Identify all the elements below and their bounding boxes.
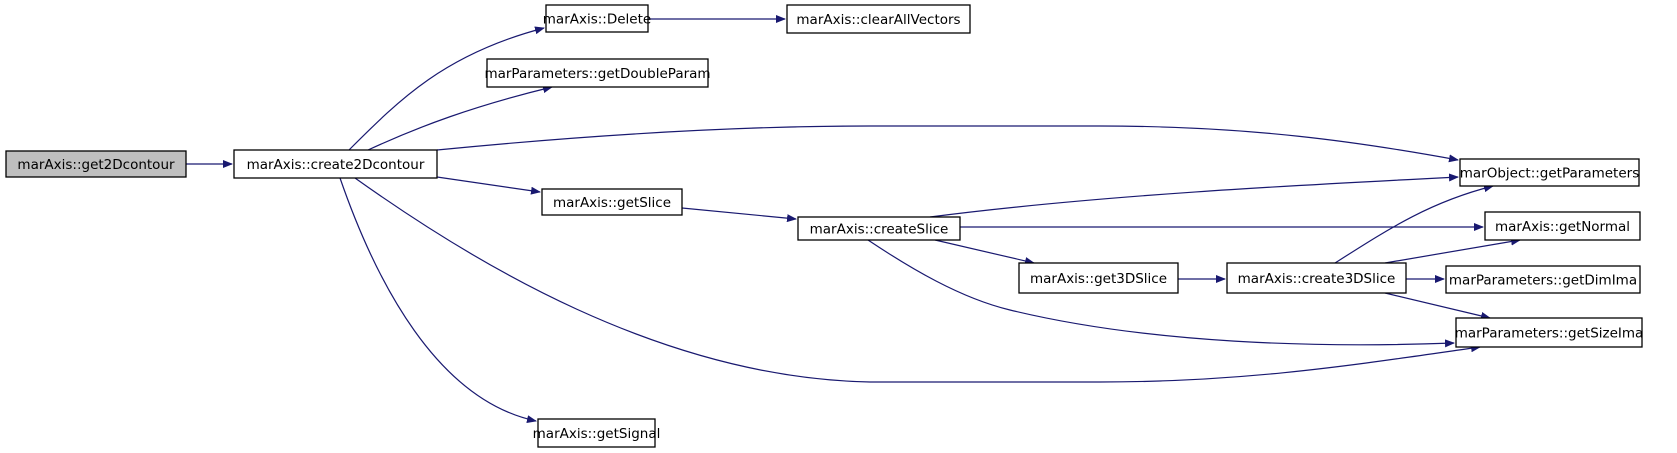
node-label: marAxis::create2Dcontour [247, 157, 425, 173]
node-label: marAxis::get3DSlice [1030, 271, 1167, 287]
node-label: marObject::getParameters [1460, 166, 1639, 182]
node-getSignal[interactable]: marAxis::getSignal [533, 418, 661, 448]
node-getParameters[interactable]: marObject::getParameters [1459, 158, 1640, 187]
node-clearAllVectors[interactable]: marAxis::clearAllVectors [786, 4, 971, 34]
edge-create2Dcontour-to-getDoubleParam [367, 85, 553, 151]
node-box [1459, 158, 1640, 187]
node-label: marAxis::createSlice [810, 222, 949, 238]
edge-create2Dcontour-to-getSizeIma [354, 177, 1481, 383]
node-getSizeIma[interactable]: marParameters::getSizeIma [1455, 317, 1644, 348]
edge-getSlice-to-createSlice [681, 207, 797, 223]
node-label: marParameters::getDimIma [1449, 273, 1637, 289]
edge-create2Dcontour-to-Delete [348, 26, 545, 151]
edge-create2Dcontour-to-getParameters [436, 125, 1459, 163]
node-box [1226, 262, 1407, 294]
node-getSlice[interactable]: marAxis::getSlice [541, 188, 683, 216]
edge-create3DSlice-to-getNormal [1384, 237, 1521, 264]
node-label: marAxis::get2Dcontour [17, 157, 175, 173]
node-create2Dcontour[interactable]: marAxis::create2Dcontour [233, 149, 438, 179]
node-box [1445, 265, 1641, 294]
node-box [537, 418, 656, 448]
edge-create2Dcontour-to-getSlice [436, 176, 541, 195]
node-getDoubleParam[interactable]: marParameters::getDoubleParam [484, 58, 711, 88]
node-label: marAxis::getSignal [533, 426, 661, 442]
node-label: marAxis::getSlice [553, 195, 671, 211]
node-box [233, 149, 438, 179]
node-box [1455, 317, 1643, 348]
node-label: marAxis::create3DSlice [1238, 271, 1396, 287]
node-getNormal[interactable]: marAxis::getNormal [1484, 211, 1641, 241]
node-label: marParameters::getDoubleParam [484, 66, 710, 82]
node-box [5, 150, 187, 178]
node-box [797, 216, 961, 241]
node-box [541, 188, 683, 216]
node-create3DSlice[interactable]: marAxis::create3DSlice [1226, 262, 1407, 294]
node-getDimIma[interactable]: marParameters::getDimIma [1445, 265, 1641, 294]
node-get3DSlice[interactable]: marAxis::get3DSlice [1018, 262, 1179, 294]
node-box [1484, 211, 1641, 241]
node-label: marAxis::Delete [543, 12, 651, 28]
edge-create3DSlice-to-getSizeIma [1384, 292, 1491, 320]
node-Delete[interactable]: marAxis::Delete [543, 4, 651, 33]
node-createSlice[interactable]: marAxis::createSlice [797, 216, 961, 241]
node-box [486, 58, 709, 88]
node-box [1018, 262, 1179, 294]
edge-createSlice-to-get3DSlice [934, 239, 1035, 265]
edge-createSlice-to-getParameters [929, 173, 1459, 218]
edge-create3DSlice-to-getParameters [1334, 184, 1494, 264]
edge-create2Dcontour-to-getSignal [339, 177, 537, 424]
node-get2Dcontour[interactable]: marAxis::get2Dcontour [5, 150, 187, 178]
node-box [786, 4, 971, 34]
node-box [545, 4, 649, 33]
edge-createSlice-to-getSizeIma [867, 239, 1455, 348]
node-label: marParameters::getSizeIma [1455, 326, 1644, 342]
node-label: marAxis::clearAllVectors [796, 12, 960, 28]
node-label: marAxis::getNormal [1495, 219, 1630, 235]
